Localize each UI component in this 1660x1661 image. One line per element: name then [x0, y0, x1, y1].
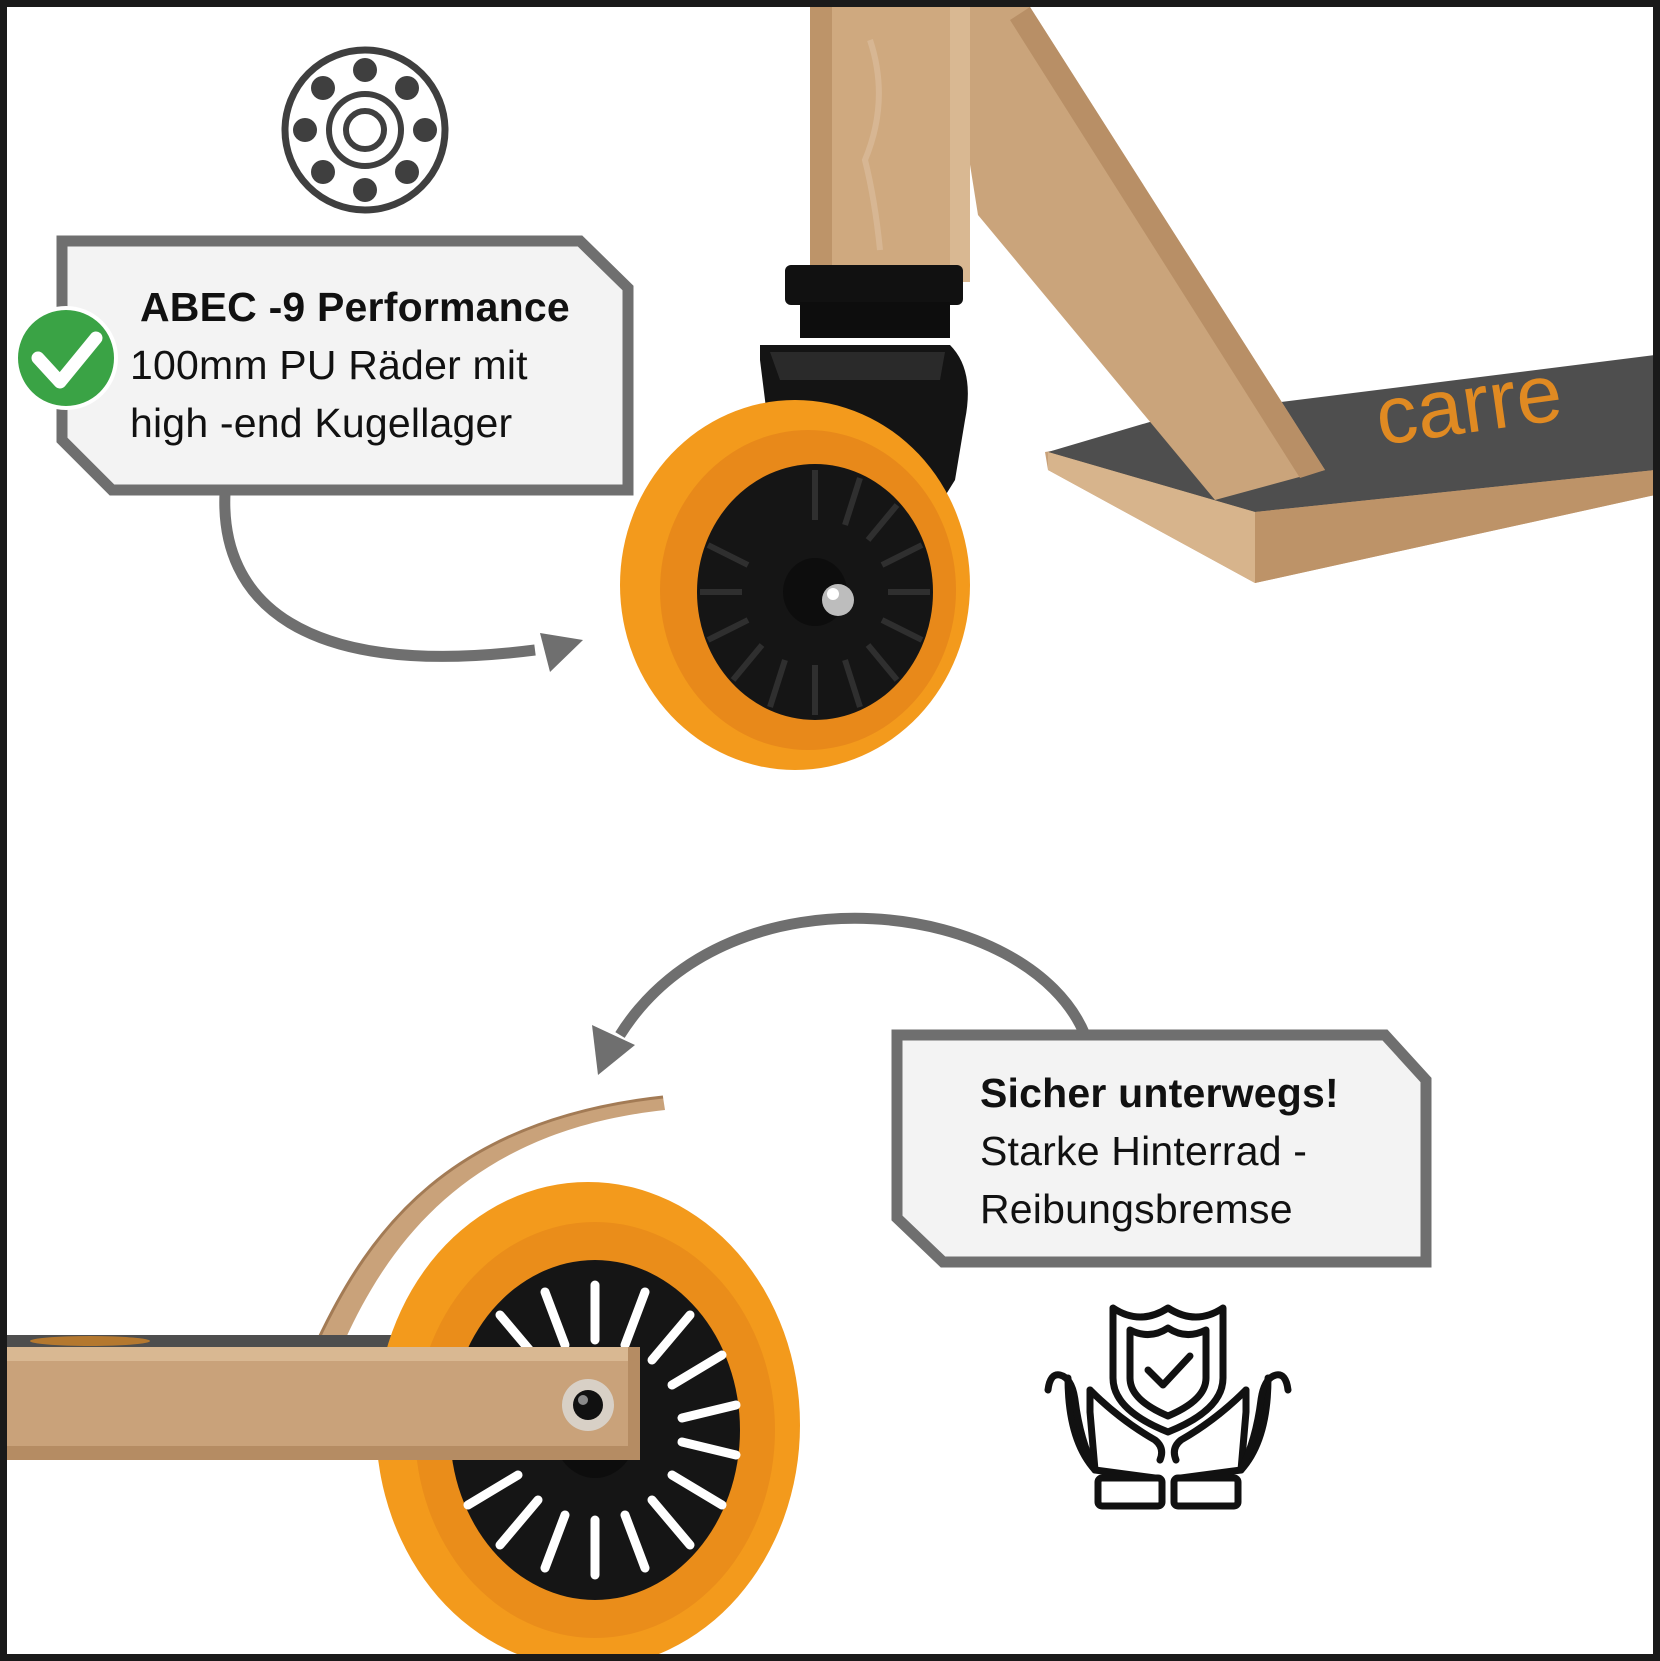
- arrow-to-rear-brake: [592, 912, 1091, 1075]
- callout-heading-brake: Sicher unterwegs!: [980, 1070, 1339, 1116]
- scooter-neck: [945, 7, 1325, 500]
- front-wheel: [620, 400, 970, 770]
- callout-box-wheels: [56, 235, 634, 496]
- rear-frame-rail: [7, 1347, 640, 1460]
- arrow-to-front-wheel: [219, 492, 583, 672]
- callout-heading-wheels: ABEC -9 Performance: [140, 284, 570, 330]
- callout-line-wheels-2: high -end Kugellager: [130, 400, 513, 446]
- head-tube: [810, 7, 970, 282]
- shield-hands-icon: [1044, 1304, 1292, 1510]
- rear-brake: [316, 1095, 665, 1341]
- callout-text-wheels: ABEC -9 Performance 100mm PU Räder mit h…: [130, 278, 570, 452]
- callout-line-brake-1: Starke Hinterrad -: [980, 1128, 1308, 1174]
- bearing-icon: [281, 46, 449, 214]
- callout-line-wheels-1: 100mm PU Räder mit: [130, 342, 528, 388]
- callout-line-brake-2: Reibungsbremse: [980, 1186, 1293, 1232]
- checkmark-icon: [14, 306, 118, 410]
- callout-text-brake: Sicher unterwegs! Starke Hinterrad - Rei…: [980, 1064, 1339, 1238]
- callout-box-brake: [891, 1029, 1432, 1268]
